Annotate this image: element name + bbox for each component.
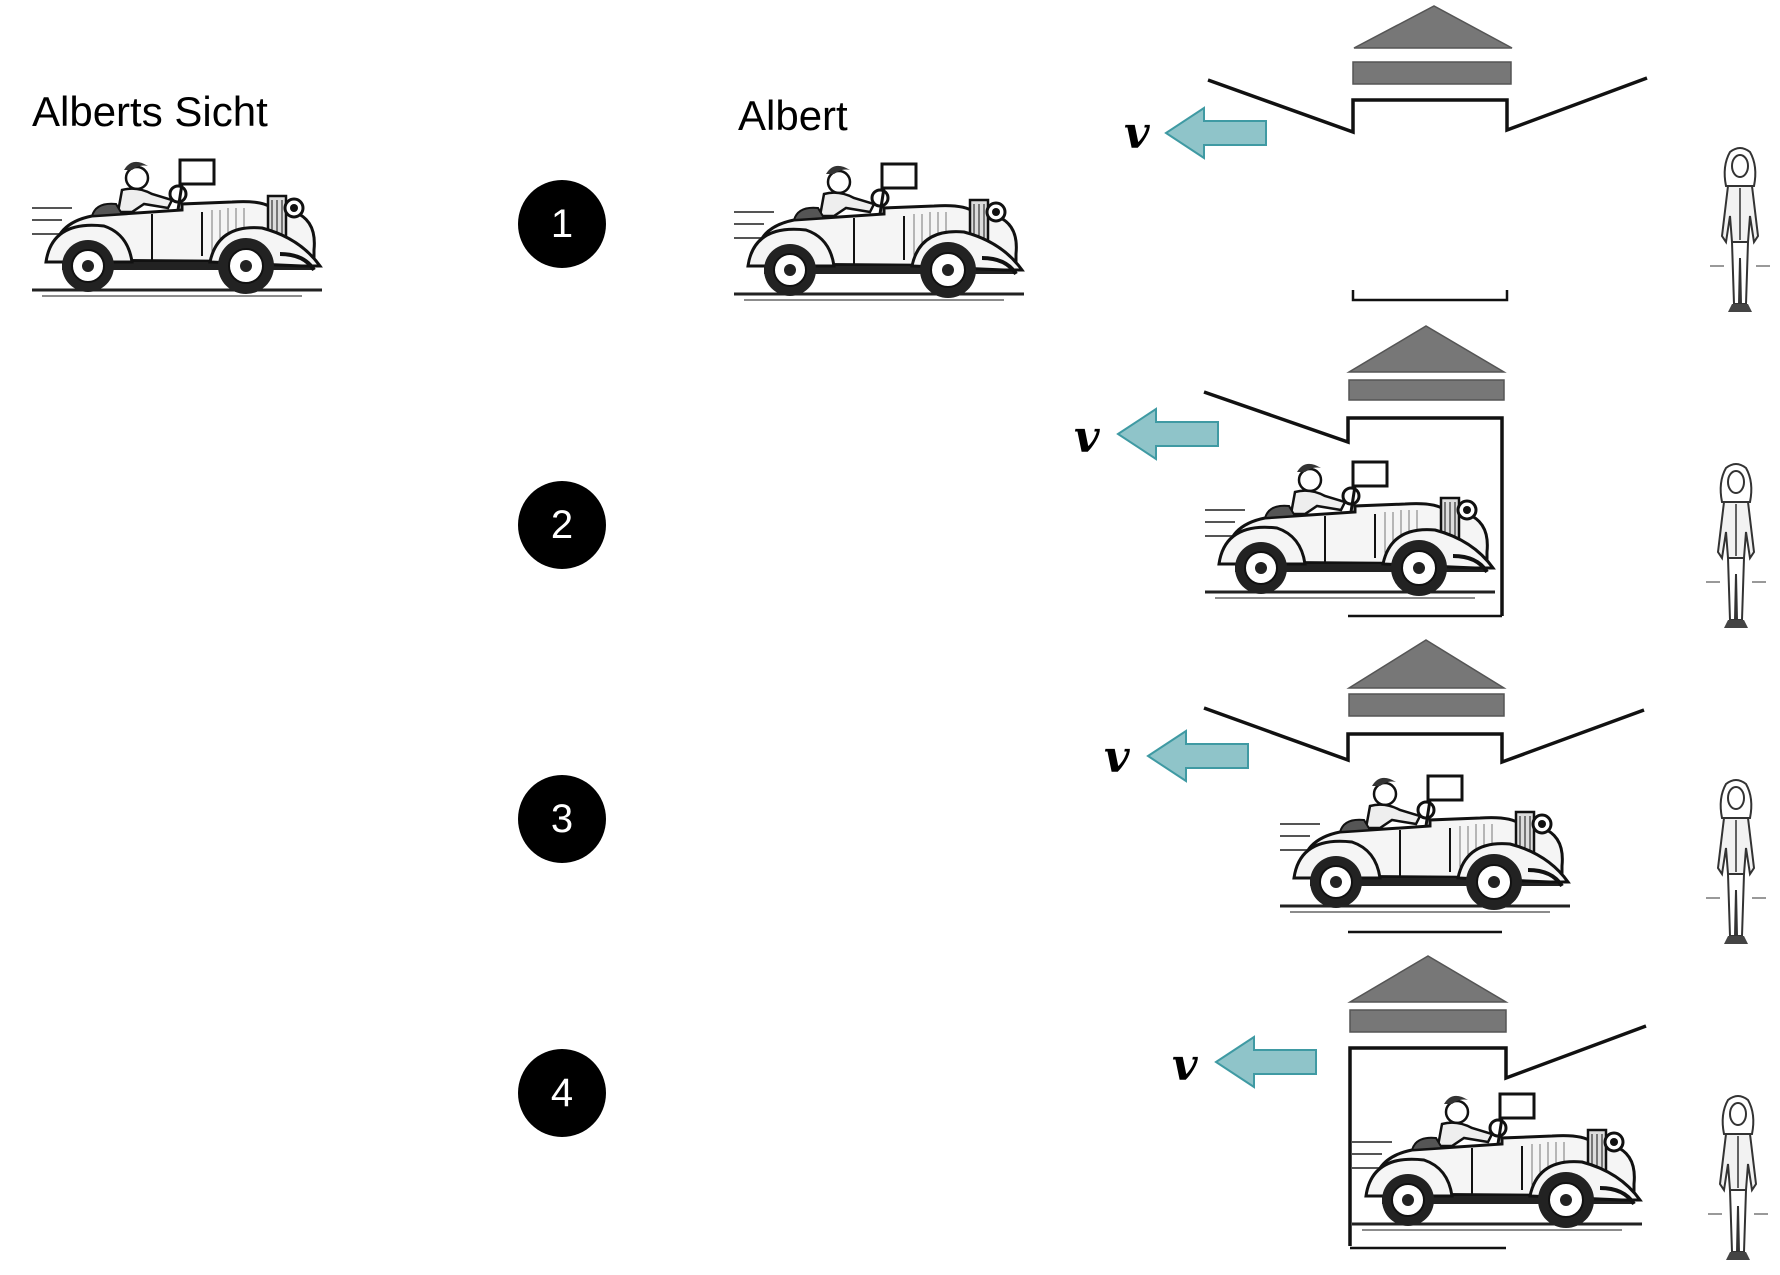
velocity-arrow-3 (1147, 730, 1249, 782)
garage-scene-4 (1215, 955, 1647, 1250)
observer-woman-2 (1705, 463, 1767, 629)
car-illustration-albert (732, 162, 1026, 302)
car-in-garage-2 (1203, 460, 1497, 600)
observer-woman-3 (1705, 779, 1767, 945)
velocity-arrow-1 (1165, 107, 1267, 159)
garage-scene-2 (1117, 325, 1507, 618)
garage-scene-1 (1165, 5, 1648, 302)
velocity-arrow-4 (1215, 1036, 1317, 1088)
step-3-marker: 3 (518, 775, 606, 863)
step-2-marker: 2 (518, 481, 606, 569)
step-1-marker: 1 (518, 180, 606, 268)
velocity-arrow-2 (1117, 408, 1219, 460)
garage-scene-3 (1147, 639, 1645, 934)
observer-woman-1 (1709, 147, 1771, 313)
car-in-garage-4 (1350, 1092, 1644, 1232)
velocity-label-2: v (1074, 412, 1100, 463)
velocity-label-4: v (1172, 1040, 1198, 1091)
observer-woman-4 (1707, 1095, 1769, 1261)
albert-title: Albert (738, 92, 848, 139)
step-4-marker: 4 (518, 1049, 606, 1137)
car-illustration-alberts-sicht (30, 158, 324, 298)
car-in-garage-3 (1278, 774, 1572, 914)
velocity-label-1: v (1124, 108, 1150, 159)
alberts-sicht-title: Alberts Sicht (32, 88, 268, 135)
velocity-label-3: v (1104, 732, 1130, 783)
